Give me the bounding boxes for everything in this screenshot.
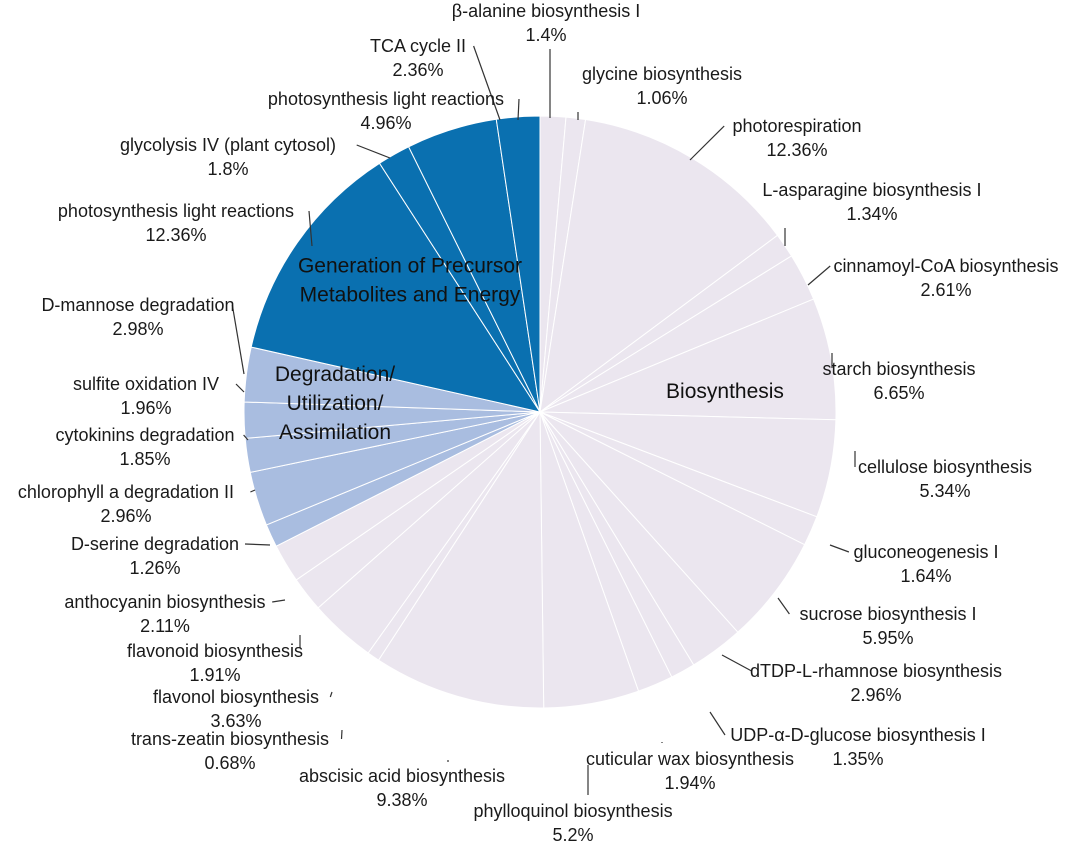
slice-label-percent: 1.34% [846, 204, 897, 224]
leader-line [308, 210, 313, 247]
slice-label-percent: 2.98% [112, 319, 163, 339]
slices-layer [243, 115, 837, 709]
group-label: Degradation/ [275, 363, 395, 386]
slice-label-name: D-serine degradation [71, 534, 239, 554]
slice-label-name: abscisic acid biosynthesis [299, 766, 505, 786]
group-label: Biosynthesis [666, 380, 784, 403]
slice-label-name: photosynthesis light reactions [58, 201, 294, 221]
slice-label-name: TCA cycle II [370, 36, 466, 56]
slice-label-percent: 1.91% [189, 665, 240, 685]
slice-label-name: photosynthesis light reactions [268, 89, 504, 109]
slice-label-name: cuticular wax biosynthesis [586, 749, 794, 769]
slice-label-name: cytokinins degradation [55, 425, 234, 445]
slice-label-percent: 1.85% [119, 449, 170, 469]
pie-slice [539, 118, 779, 414]
slice-label-percent: 1.64% [900, 566, 951, 586]
slice-label-percent: 1.96% [120, 398, 171, 418]
slice-label-name: trans-zeatin biosynthesis [131, 729, 329, 749]
leader-line [243, 434, 249, 441]
slice-label-percent: 1.26% [129, 558, 180, 578]
leader-line [235, 383, 245, 393]
slice-label-percent: 2.96% [850, 685, 901, 705]
slice-label-name: anthocyanin biosynthesis [64, 592, 265, 612]
slice-label-name: cinnamoyl-CoA biosynthesis [833, 256, 1058, 276]
slice-label-name: sulfite oxidation IV [73, 374, 219, 394]
slice-label-percent: 5.95% [862, 628, 913, 648]
slice-label-name: sucrose biosynthesis I [799, 604, 976, 624]
slice-label-percent: 5.34% [919, 481, 970, 501]
slice-label-percent: 1.35% [832, 749, 883, 769]
group-label: Generation of Precursor [298, 255, 522, 278]
leader-line [250, 489, 256, 493]
pie-slice [539, 298, 837, 421]
leader-line [689, 125, 725, 161]
slice-label-percent: 12.36% [766, 140, 827, 160]
leader-line [356, 144, 391, 159]
slice-label-percent: 2.61% [920, 280, 971, 300]
slice-label-percent: 5.2% [552, 825, 593, 845]
slice-label-percent: 4.96% [360, 113, 411, 133]
slice-label-name: UDP-α-D-glucose biosynthesis I [730, 725, 986, 745]
slice-label-name: glycine biosynthesis [582, 64, 742, 84]
slice-label-name: flavonoid biosynthesis [127, 641, 303, 661]
slice-label-name: glycolysis IV (plant cytosol) [120, 135, 336, 155]
slice-label-name: phylloquinol biosynthesis [473, 801, 672, 821]
slice-label-name: chlorophyll a degradation II [18, 482, 234, 502]
leader-line [231, 304, 245, 375]
leader-line [709, 711, 726, 736]
slice-label-percent: 1.94% [664, 773, 715, 793]
leader-lines-layer [231, 45, 856, 795]
pie-slice [250, 162, 542, 413]
slice-label-percent: 2.96% [100, 506, 151, 526]
leader-line [721, 654, 752, 672]
pie-slice [377, 410, 545, 709]
slice-label-percent: 1.8% [207, 159, 248, 179]
slice-label-name: L-asparagine biosynthesis I [762, 180, 981, 200]
slice-label-percent: 6.65% [873, 383, 924, 403]
slice-label-percent: 3.63% [210, 711, 261, 731]
slice-labels-layer: β-alanine biosynthesis I 1.4% glycine bios… [18, 1, 1059, 845]
slice-label-percent: 2.11% [140, 616, 190, 636]
slice-label-name: dTDP-L-rhamnose biosynthesis [750, 661, 1002, 681]
leader-line [340, 729, 343, 740]
slice-label-percent: 9.38% [376, 790, 427, 810]
leader-line [329, 691, 333, 698]
leader-line [272, 599, 286, 603]
leader-line [473, 45, 501, 121]
slice-label-percent: 2.36% [392, 60, 443, 80]
slice-label-percent: 0.68% [204, 753, 255, 773]
slice-label-name: cellulose biosynthesis [858, 457, 1032, 477]
slice-label-name: β-alanine biosynthesis I [452, 1, 640, 21]
slice-label-percent: 1.4% [525, 25, 566, 45]
leader-line [807, 265, 831, 286]
leader-line [777, 597, 790, 615]
leader-line [244, 543, 271, 546]
leader-line [517, 98, 520, 121]
slice-label-percent: 12.36% [145, 225, 206, 245]
group-label: Utilization/ [287, 392, 384, 415]
group-label: Metabolites and Energy [300, 284, 521, 307]
slice-label-name: starch biosynthesis [822, 359, 975, 379]
slice-label-percent: 1.06% [636, 88, 687, 108]
slice-label-name: gluconeogenesis I [853, 542, 998, 562]
group-labels-layer: Biosynthesis Degradation/Utilization/Assi… [275, 255, 784, 445]
slice-label-name: photorespiration [732, 116, 861, 136]
slice-label-name: flavonol biosynthesis [153, 687, 319, 707]
group-label: Assimilation [279, 421, 391, 444]
slice-label-name: D-mannose degradation [41, 295, 234, 315]
leader-line [829, 544, 850, 553]
